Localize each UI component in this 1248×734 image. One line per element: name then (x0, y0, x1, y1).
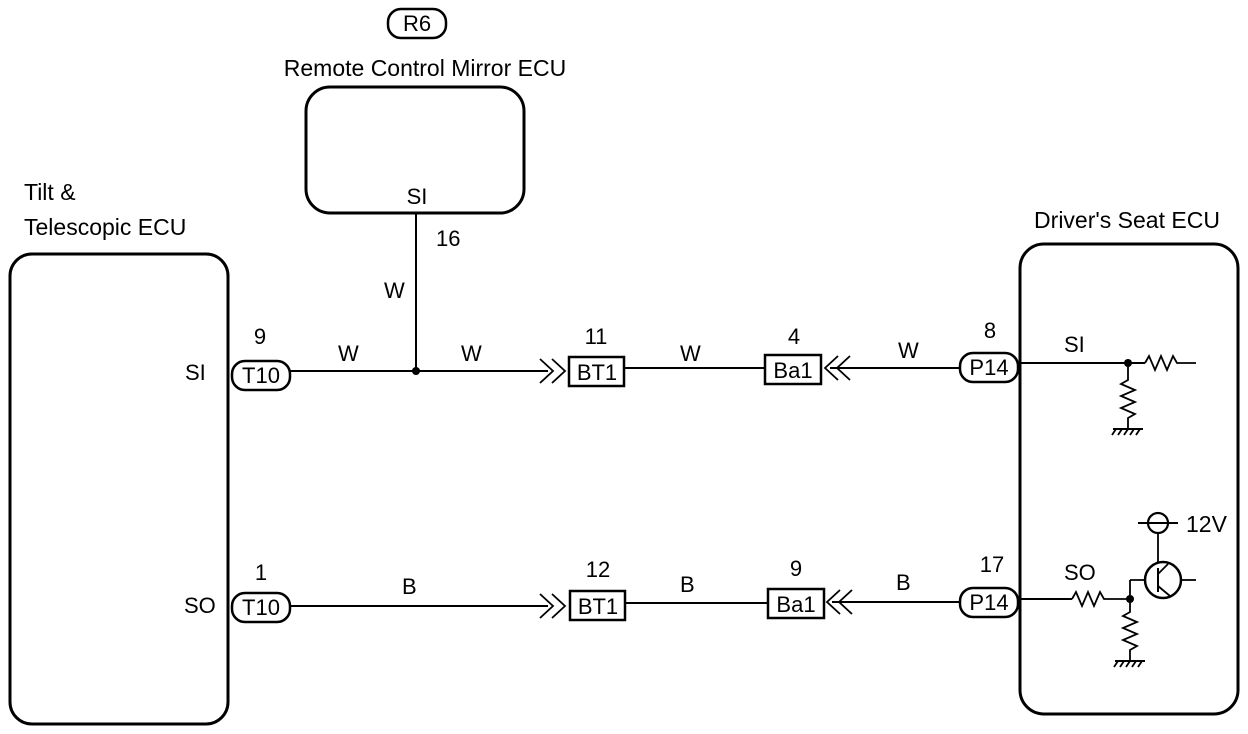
mirror-ecu-pin-number: 16 (436, 226, 460, 251)
bt1-so-arrow-2 (551, 593, 567, 619)
connector-code-badge (386, 7, 448, 40)
tilt-ecu-pin-si: SI (185, 360, 206, 385)
ba1-si-connector (763, 353, 823, 386)
p14-so-code: P14 (969, 590, 1008, 615)
si-wire-2-color: W (461, 341, 482, 366)
tilt-ecu-title-line1: Tilt & (24, 179, 76, 205)
seat-ecu-pin-so: SO (1064, 560, 1096, 585)
so-wire-3-color: B (896, 570, 911, 595)
seat-ecu-pin-si: SI (1064, 332, 1085, 357)
t10-si-code: T10 (242, 363, 280, 388)
bt1-si-pin: 11 (585, 324, 608, 349)
tilt-ecu-box (8, 252, 230, 726)
splice-point (412, 367, 420, 375)
ground-icon (1111, 428, 1143, 436)
seat-si-series-resistor (1144, 353, 1196, 373)
bt1-si-connector (567, 355, 626, 388)
so-wire-1-color: B (402, 574, 417, 599)
t10-so-code: T10 (242, 595, 280, 620)
bt1-si-arrow-2 (551, 358, 567, 384)
seat-ecu-box (1018, 242, 1240, 716)
so-circuit: 1 T10 B 12 BT1 B 9 Ba1 B 17 P14 (230, 552, 1020, 624)
ba1-so-arrow-1 (825, 589, 841, 615)
mirror-ecu: R6 Remote Control Mirror ECU SI 16 (284, 7, 566, 251)
bt1-so-pin: 12 (586, 557, 610, 582)
si-circuit: 9 T10 W W 11 BT1 W 4 Ba1 W 8 P14 (230, 318, 1020, 392)
seat-ecu: Driver's Seat ECU SI SO (1018, 207, 1240, 716)
p14-so-pin: 17 (980, 552, 1004, 577)
p14-si-connector (958, 351, 1020, 384)
p14-si-pin: 8 (984, 318, 996, 343)
seat-so-pulldown-resistor (1120, 599, 1140, 660)
seat-ecu-title: Driver's Seat ECU (1034, 207, 1220, 233)
ba1-so-code: Ba1 (776, 592, 815, 617)
p14-si-code: P14 (969, 355, 1008, 380)
power-terminal-icon (1138, 511, 1178, 535)
si-wire-1-color: W (338, 341, 359, 366)
seat-so-series-resistor (1071, 589, 1130, 609)
ba1-si-arrow-1 (823, 355, 839, 381)
so-wire-2-color: B (680, 572, 695, 597)
connector-code: R6 (403, 11, 431, 36)
mirror-ecu-title: Remote Control Mirror ECU (284, 55, 566, 81)
seat-si-pulldown-resistor (1118, 363, 1138, 428)
tilt-ecu-pin-so: SO (184, 593, 216, 618)
ground-icon (1113, 660, 1145, 668)
ba1-so-pin: 9 (790, 556, 802, 581)
t10-so-connector (230, 591, 292, 624)
si-wire-3-color: W (680, 341, 701, 366)
p14-so-connector (958, 586, 1020, 619)
t10-si-connector (230, 359, 292, 392)
bt1-si-arrow-1 (539, 358, 555, 384)
ba1-si-code: Ba1 (773, 358, 812, 383)
tilt-ecu-title-line2: Telescopic ECU (24, 214, 186, 240)
ba1-si-pin: 4 (788, 324, 800, 349)
bt1-so-arrow-1 (539, 593, 555, 619)
t10-si-pin: 9 (254, 324, 266, 349)
ba1-so-connector (766, 587, 826, 620)
bt1-si-code: BT1 (577, 360, 617, 385)
bt1-so-connector (568, 589, 627, 622)
si-wire-4-color: W (898, 338, 919, 363)
t10-so-pin: 1 (255, 560, 267, 585)
mirror-ecu-pin-name: SI (407, 184, 428, 209)
bt1-so-code: BT1 (578, 594, 618, 619)
transistor-icon (1143, 560, 1196, 600)
supply-voltage: 12V (1186, 511, 1228, 537)
tilt-ecu: Tilt & Telescopic ECU SI SO (8, 179, 230, 726)
branch-wire-color: W (384, 278, 405, 303)
